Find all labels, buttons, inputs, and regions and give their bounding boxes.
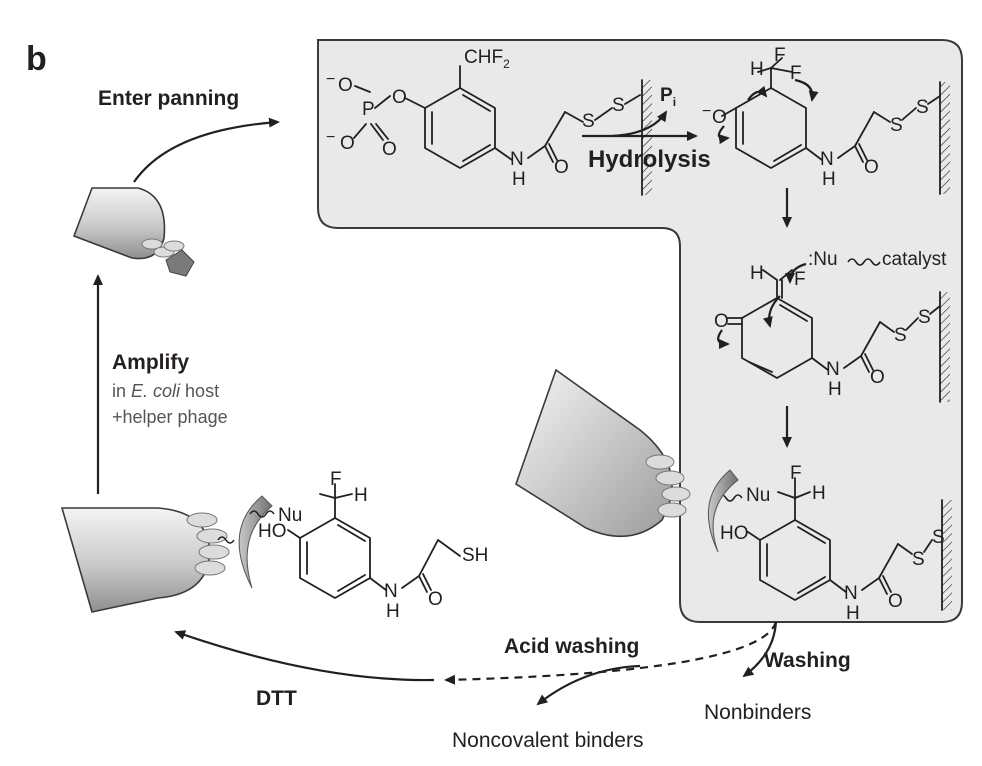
atom-s-2a: S xyxy=(890,115,903,136)
dtt-label: DTT xyxy=(256,687,297,710)
atom-f-3: F xyxy=(794,269,806,290)
chf2-sub: 2 xyxy=(503,56,510,71)
atom-h-1: H xyxy=(512,169,526,190)
atom-n-2: N xyxy=(820,149,834,170)
atom-s-2b: S xyxy=(916,97,929,118)
atom-p: P xyxy=(362,99,375,120)
catalyst-label: catalyst xyxy=(882,249,947,270)
atom-o-amide-5: O xyxy=(428,589,443,610)
atom-o-amide-4: O xyxy=(888,591,903,612)
phenoxide-intermediate-molecule xyxy=(717,57,950,195)
acid-washing-arrow xyxy=(444,621,778,685)
atom-f-5: F xyxy=(330,469,342,490)
atom-o-amide-2: O xyxy=(864,157,879,178)
noncovalent-binders-label: Noncovalent binders xyxy=(452,729,644,752)
noncovalent-binder-arrow xyxy=(536,664,641,706)
atom-h-3: H xyxy=(750,263,764,284)
atom-s-4b: S xyxy=(932,527,945,548)
amplify-host-prefix: in xyxy=(112,381,132,401)
atom-n-4: N xyxy=(844,583,858,604)
panel-label: b xyxy=(26,40,47,78)
atom-o-minus-1: O xyxy=(338,75,353,96)
panning-panel xyxy=(317,39,963,623)
atom-h-n-5: H xyxy=(386,601,400,622)
hydrolysis-label: Hydrolysis xyxy=(588,146,711,173)
atom-o-amide-3: O xyxy=(870,367,885,388)
charge-minus-1: − xyxy=(326,71,336,88)
atom-o-amide-1: O xyxy=(554,157,569,178)
atom-o-minus-2: O xyxy=(340,133,355,154)
atom-ho-4: HO xyxy=(720,523,749,544)
thiol-label: SH xyxy=(462,545,489,566)
atom-h-n-4: H xyxy=(846,603,860,624)
quinone-methide-molecule xyxy=(717,258,950,403)
atom-n-1: N xyxy=(510,149,524,170)
atom-s-3b: S xyxy=(918,307,931,328)
atom-n-5: N xyxy=(384,581,398,602)
acid-washing-label: Acid washing xyxy=(504,635,640,658)
atom-o-phenoxide: O xyxy=(712,107,727,128)
atom-o-double: O xyxy=(382,139,397,160)
amplify-helper-label: +helper phage xyxy=(112,407,228,427)
enter-panning-arrow xyxy=(133,117,280,183)
atom-s-4a: S xyxy=(912,549,925,570)
amplify-host-label: in E. coli host xyxy=(112,382,219,400)
atom-f-4: F xyxy=(790,463,802,484)
bound-phage xyxy=(515,368,739,553)
atom-h-5: H xyxy=(354,485,368,506)
amplify-host-organism: E. coli xyxy=(131,381,181,401)
atom-nu-4: Nu xyxy=(746,485,771,506)
washing-arrow xyxy=(742,621,778,678)
washing-label: Washing xyxy=(764,649,851,672)
atom-s-1b: S xyxy=(612,95,625,116)
nucleophile-label: :Nu xyxy=(808,249,838,270)
atom-ho-5: HO xyxy=(258,521,287,542)
phosphate-leaving-group-letter: P xyxy=(660,85,673,106)
charge-minus-phenoxide: − xyxy=(702,103,712,120)
charge-minus-2: − xyxy=(326,129,336,146)
chf2-text: CHF xyxy=(464,47,504,68)
covalent-adduct-molecule xyxy=(717,477,952,611)
enter-panning-label: Enter panning xyxy=(98,87,240,110)
phosphate-leaving-group: Pi xyxy=(660,86,676,108)
phosphate-leaving-group-sub: i xyxy=(672,94,677,109)
atom-f-2a: F xyxy=(774,45,786,66)
atom-h-n-3: H xyxy=(828,379,842,400)
hydrolysis-arrow xyxy=(582,110,698,141)
input-phage xyxy=(72,187,195,277)
atom-nu-5: Nu xyxy=(278,505,303,526)
atom-h-2: H xyxy=(750,59,764,80)
amplify-label: Amplify xyxy=(112,351,190,374)
atom-o-aryl: O xyxy=(392,87,407,108)
atom-h-n-2: H xyxy=(822,169,836,190)
atom-h-4: H xyxy=(812,483,826,504)
atom-n-3: N xyxy=(826,359,840,380)
eluted-phage xyxy=(60,483,461,613)
phosphate-substrate-molecule xyxy=(353,65,652,196)
dtt-arrow xyxy=(174,630,435,682)
chf2-label: CHF2 xyxy=(464,48,510,70)
amplify-host-suffix: host xyxy=(180,381,220,401)
nonbinders-label: Nonbinders xyxy=(704,701,812,724)
atom-o-quinone: O xyxy=(714,311,729,332)
atom-f-2b: F xyxy=(790,63,802,84)
atom-s-3a: S xyxy=(894,325,907,346)
atom-s-1a: S xyxy=(582,111,595,132)
